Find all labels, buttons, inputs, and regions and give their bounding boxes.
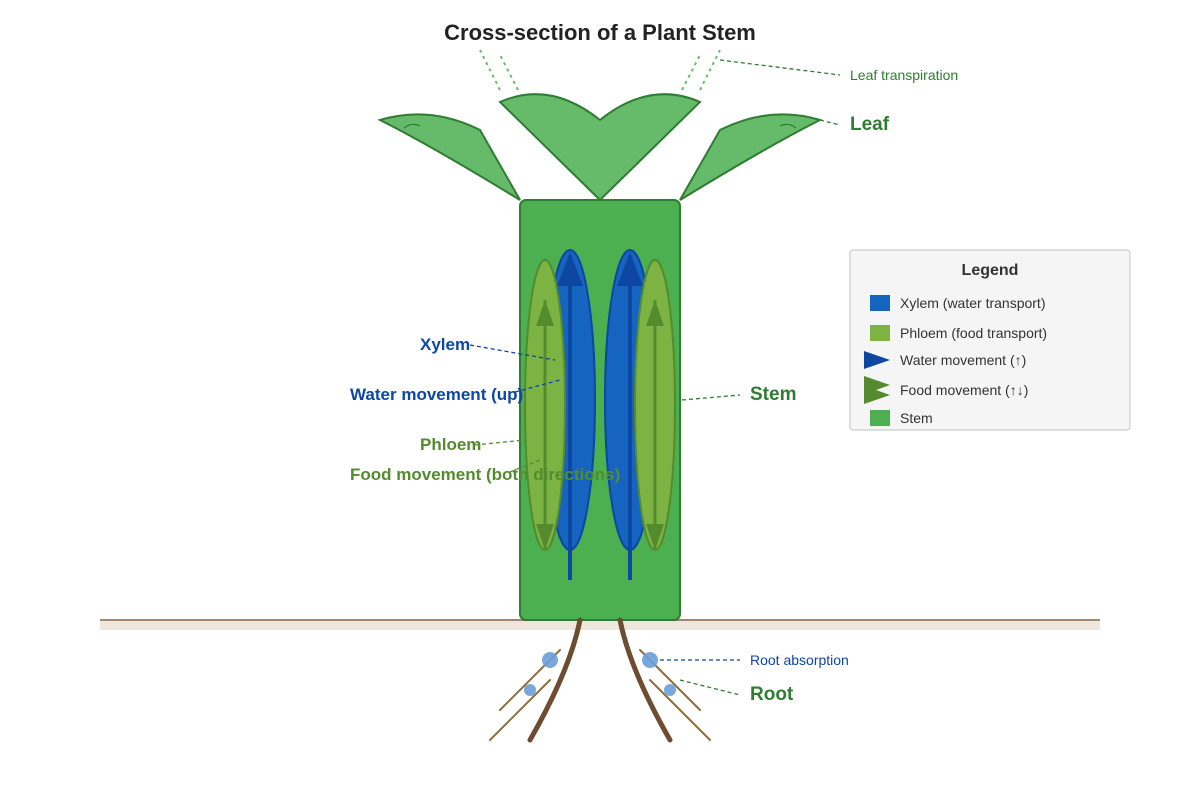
phloem-vessels: [524, 259, 676, 551]
diagram-title: Cross-section of a Plant Stem: [444, 20, 756, 45]
roots: [489, 617, 711, 743]
legend-label: Phloem (food transport): [900, 325, 1047, 341]
label-stem: Stem: [750, 384, 796, 405]
legend-swatch: [870, 325, 890, 341]
label-root: Root: [750, 684, 794, 705]
label-leaf-transpiration: Leaf transpiration: [850, 67, 958, 83]
center-leaf: [498, 93, 702, 202]
legend-swatch: [870, 295, 890, 311]
leader-lines: [469, 59, 841, 696]
legend-box: [849, 249, 1131, 431]
legend-item: Water movement (↑): [864, 351, 1026, 369]
right-leaf: [679, 113, 823, 201]
water-droplets: [524, 652, 676, 696]
label-phloem: Phloem: [420, 435, 481, 454]
leaves: [377, 93, 823, 202]
legend-label: Food movement (↑↓): [900, 382, 1028, 398]
soil: [100, 619, 1100, 630]
left-leaf: [377, 113, 521, 201]
label-food-movement: Food movement (both directions): [350, 465, 620, 484]
legend-item: Stem: [870, 410, 933, 426]
label-leaf: Leaf: [850, 114, 890, 135]
transpiration-lines: [479, 49, 721, 91]
legend-item: Xylem (water transport): [870, 295, 1045, 311]
legend-swatch: [864, 351, 890, 369]
legend-swatch: [864, 376, 890, 404]
legend-items: Xylem (water transport) Phloem (food tran…: [864, 295, 1047, 426]
label-xylem: Xylem: [420, 335, 470, 354]
label-root-absorption: Root absorption: [750, 652, 849, 668]
legend-label: Stem: [900, 410, 933, 426]
legend: Legend Xylem (water transport) Phloem (fo…: [849, 249, 1131, 431]
legend-title: Legend: [962, 262, 1019, 279]
label-water-movement: Water movement (up): [350, 385, 523, 404]
legend-label: Xylem (water transport): [900, 295, 1045, 311]
legend-item: Phloem (food transport): [870, 325, 1047, 341]
legend-label: Water movement (↑): [900, 352, 1026, 368]
legend-swatch: [870, 410, 890, 426]
legend-item: Food movement (↑↓): [864, 376, 1028, 404]
